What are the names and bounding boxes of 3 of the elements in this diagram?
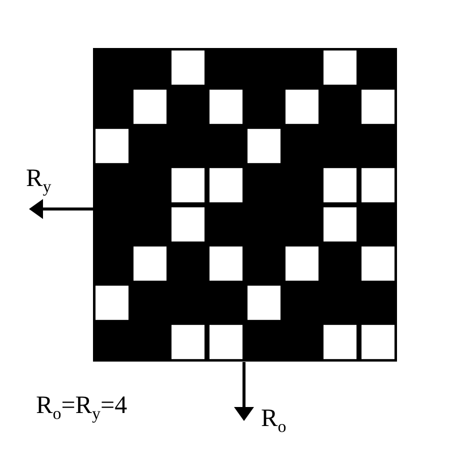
repeat-label: R$_{o}$ [261, 406, 286, 435]
repeat-label: R$_{o}$=R$_{y}$=4 [36, 393, 128, 422]
repeat-label: R$_{y}$ [26, 166, 52, 195]
